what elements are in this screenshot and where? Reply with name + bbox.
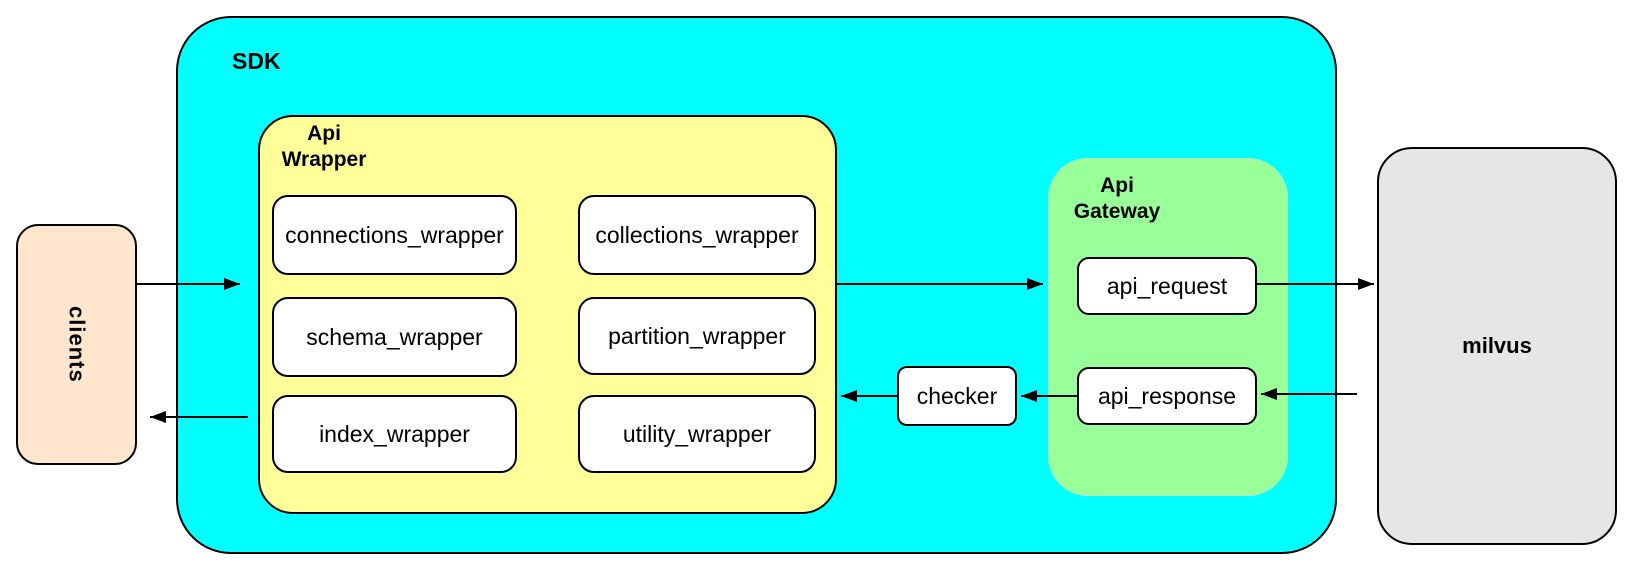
partition-wrapper-node: partition_wrapper: [578, 297, 816, 375]
collections-wrapper-node: collections_wrapper: [578, 195, 816, 275]
api-gateway-container: Api Gateway: [1048, 158, 1288, 496]
api-gateway-label: Api Gateway: [1073, 174, 1161, 223]
api-request-node: api_request: [1077, 257, 1257, 315]
utility-wrapper-node: utility_wrapper: [578, 395, 816, 473]
api-wrapper-label: Api Wrapper: [281, 122, 367, 171]
clients-node: clients: [16, 224, 137, 465]
milvus-node: milvus: [1377, 147, 1617, 545]
api-response-node: api_response: [1077, 367, 1257, 425]
checker-node: checker: [897, 366, 1017, 426]
sdk-label: SDK: [232, 48, 281, 74]
connections-wrapper-node: connections_wrapper: [272, 195, 517, 275]
clients-label: clients: [64, 306, 90, 383]
schema-wrapper-node: schema_wrapper: [272, 297, 517, 377]
index-wrapper-node: index_wrapper: [272, 395, 517, 473]
